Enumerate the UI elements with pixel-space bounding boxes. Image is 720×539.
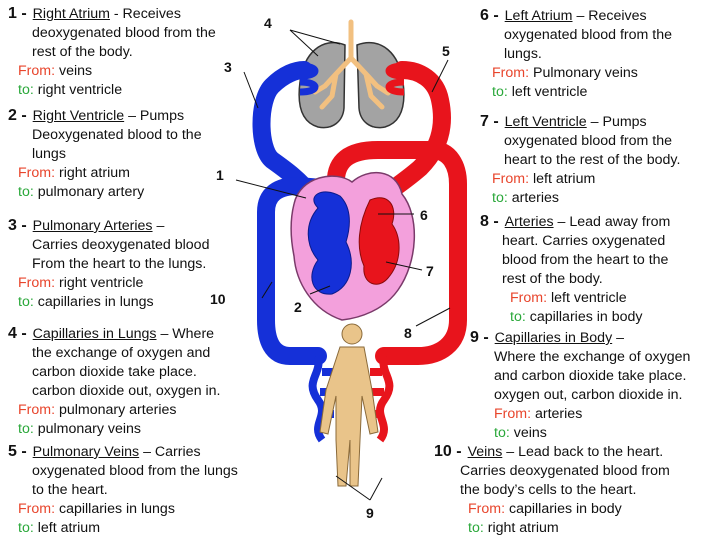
entry-right-ventricle: 2 -Right Ventricle – Pumps Deoxygenated …	[8, 107, 202, 200]
entry-arteries: 8 -Arteries – Lead away from heart. Carr…	[480, 213, 671, 325]
entry-capillaries-in-body: 9 -Capillaries in Body – Where the excha…	[470, 329, 691, 441]
human-body	[319, 323, 379, 487]
entry-pulmonary-veins: 5 -Pulmonary Veins – Carries oxygenated …	[8, 443, 238, 536]
callout-lines	[235, 29, 451, 501]
callout-3: 3	[224, 59, 232, 75]
callout-numbers: 1 2 3 4 5 6 7 8 9 10	[210, 15, 450, 521]
callout-1: 1	[216, 167, 224, 183]
entry-pulmonary-arteries: 3 -Pulmonary Arteries – Carries deoxygen…	[8, 217, 210, 310]
callout-8: 8	[404, 325, 412, 341]
entry-left-atrium: 6 -Left Atrium – Receives oxygenated blo…	[480, 7, 672, 100]
callout-7: 7	[426, 263, 434, 279]
callout-5: 5	[442, 43, 450, 59]
callout-6: 6	[420, 207, 428, 223]
artery-loop	[326, 141, 467, 365]
heart	[290, 171, 416, 321]
entry-right-atrium: 1 -Right Atrium - Receives deoxygenated …	[8, 5, 216, 98]
entry-veins: 10 -Veins – Lead back to the heart. Carr…	[434, 443, 670, 536]
entry-left-ventricle: 7 -Left Ventricle – Pumps oxygenated blo…	[480, 113, 681, 206]
callout-9: 9	[366, 505, 374, 521]
pulmonary-artery	[252, 61, 321, 205]
vein-loop	[257, 176, 331, 365]
entry-capillaries-in-lungs: 4 -Capillaries in Lungs – Where the exch…	[8, 325, 221, 437]
callout-10: 10	[210, 291, 226, 307]
callout-2: 2	[294, 299, 302, 315]
callout-4: 4	[264, 15, 272, 31]
body-capillaries	[308, 355, 394, 443]
